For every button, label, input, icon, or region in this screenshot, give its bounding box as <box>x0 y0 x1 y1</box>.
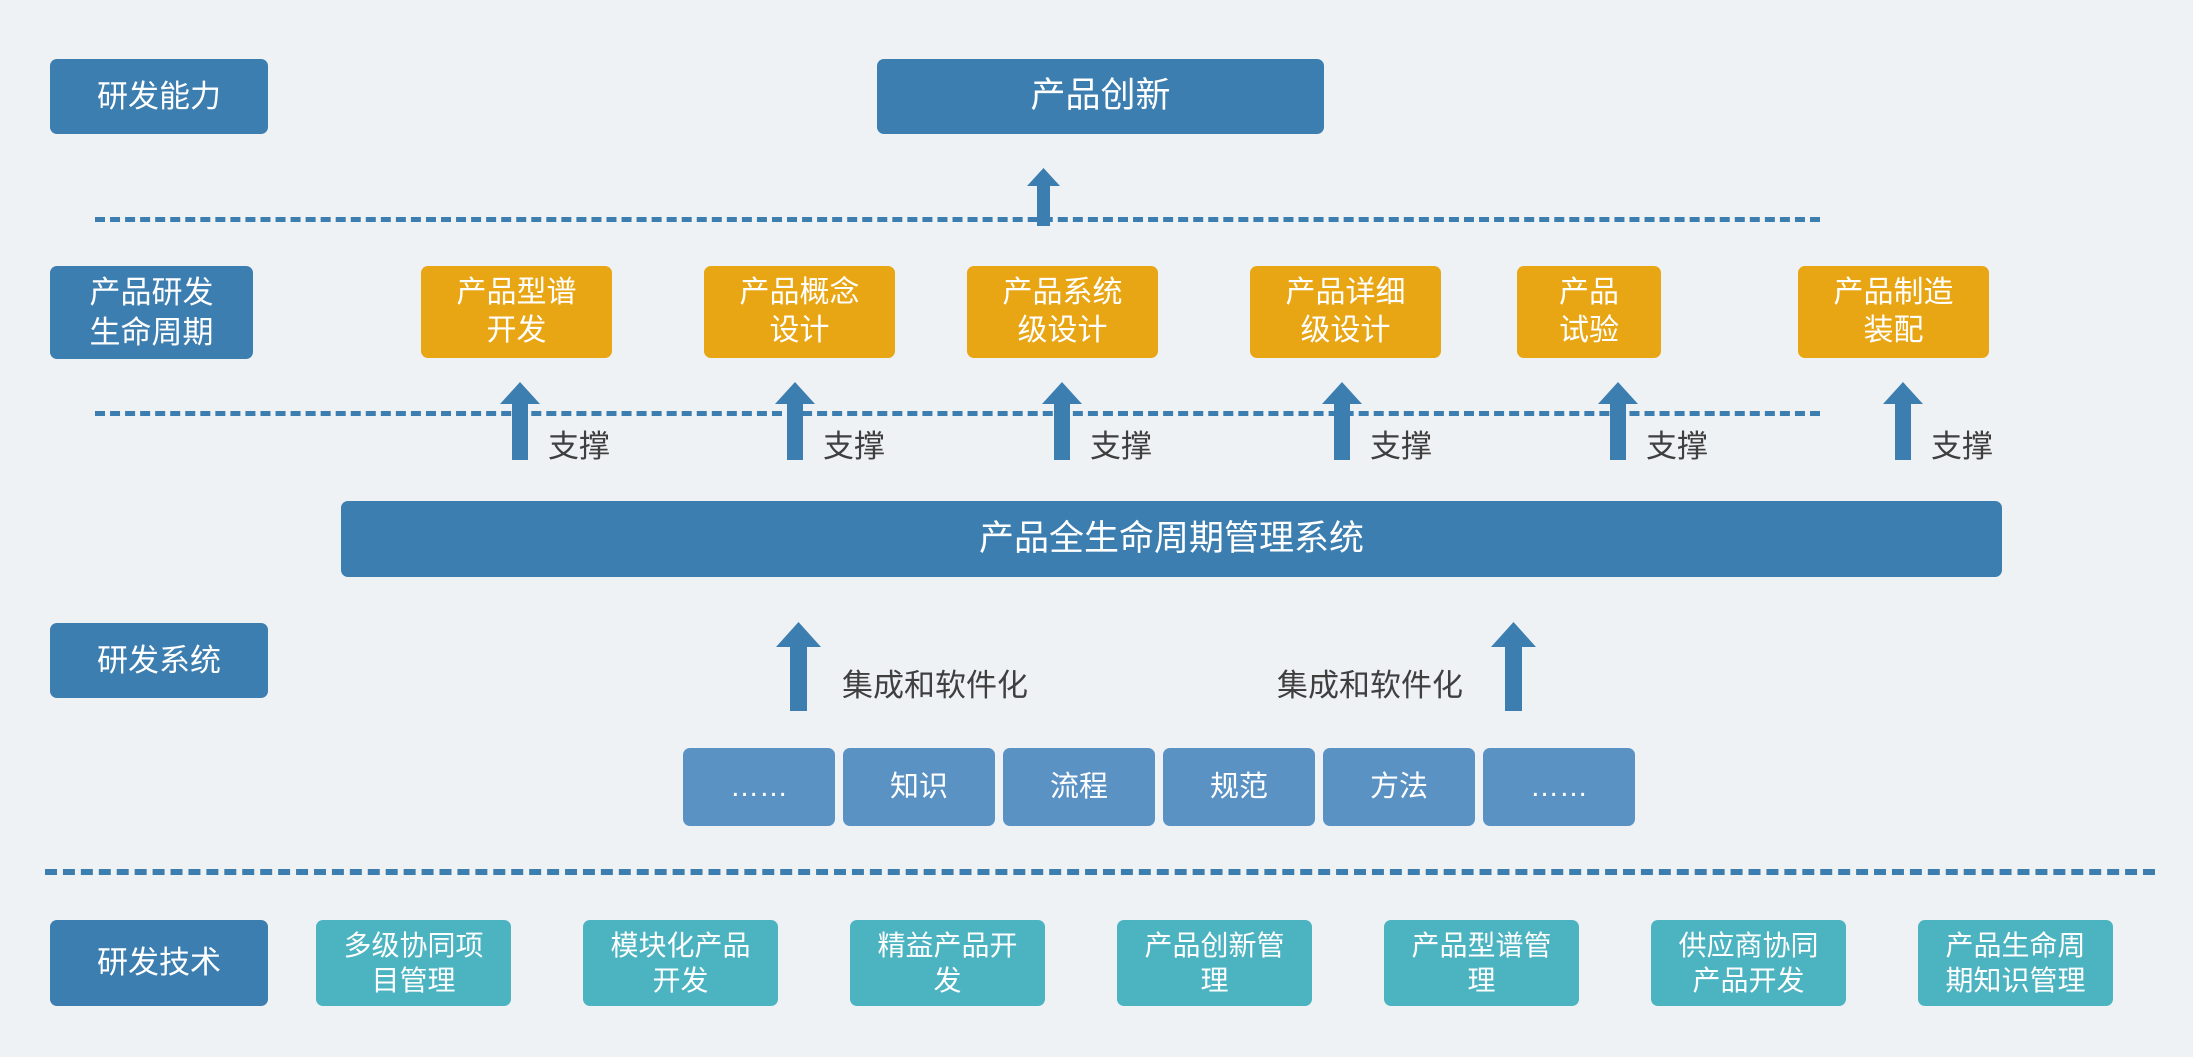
technology-box-6: 供应商协同 产品开发 <box>1651 920 1846 1006</box>
support-label-4: 支撑 <box>1370 429 1432 464</box>
technology-box-7: 产品生命周 期知识管理 <box>1918 920 2113 1006</box>
technology-box-3: 精益产品开 发 <box>850 920 1045 1006</box>
up-arrow-icon-integration-left <box>776 622 821 711</box>
plm-system-bar: 产品全生命周期管理系统 <box>341 501 2002 577</box>
row-label-system: 研发系统 <box>50 623 268 698</box>
technology-box-5: 产品型谱管 理 <box>1384 920 1579 1006</box>
knowledge-chip-ellipsis-right: …… <box>1483 748 1635 826</box>
knowledge-chip-standard: 规范 <box>1163 748 1315 826</box>
up-arrow-icon-support-1 <box>500 382 540 460</box>
up-arrow-icon-support-3 <box>1042 382 1082 460</box>
up-arrow-icon-support-4 <box>1322 382 1362 460</box>
divider-lifecycle-system <box>95 411 1820 416</box>
technology-box-1: 多级协同项 目管理 <box>316 920 511 1006</box>
up-arrow-icon-integration-right <box>1491 622 1536 711</box>
lifecycle-stage-4: 产品详细 级设计 <box>1250 266 1441 358</box>
lifecycle-stage-1: 产品型谱 开发 <box>421 266 612 358</box>
knowledge-chip-process: 流程 <box>1003 748 1155 826</box>
technology-box-4: 产品创新管 理 <box>1117 920 1312 1006</box>
up-arrow-icon-support-6 <box>1883 382 1923 460</box>
lifecycle-stage-6: 产品制造 装配 <box>1798 266 1989 358</box>
lifecycle-stage-3: 产品系统 级设计 <box>967 266 1158 358</box>
up-arrow-icon-innovation <box>1027 168 1060 226</box>
lifecycle-stage-5: 产品 试验 <box>1517 266 1661 358</box>
support-label-2: 支撑 <box>823 429 885 464</box>
up-arrow-icon-support-2 <box>775 382 815 460</box>
row-label-lifecycle: 产品研发 生命周期 <box>50 266 253 359</box>
support-label-3: 支撑 <box>1090 429 1152 464</box>
row-label-capability: 研发能力 <box>50 59 268 134</box>
knowledge-chip-ellipsis-left: …… <box>683 748 835 826</box>
divider-capability-lifecycle <box>95 217 1820 222</box>
technology-box-2: 模块化产品 开发 <box>583 920 778 1006</box>
knowledge-chip-method: 方法 <box>1323 748 1475 826</box>
product-innovation-box: 产品创新 <box>877 59 1324 134</box>
knowledge-chip-knowledge: 知识 <box>843 748 995 826</box>
up-arrow-icon-support-5 <box>1598 382 1638 460</box>
row-label-technology: 研发技术 <box>50 920 268 1006</box>
divider-system-technology <box>45 869 2155 875</box>
integration-label-right: 集成和软件化 <box>1277 668 1463 703</box>
support-label-5: 支撑 <box>1646 429 1708 464</box>
lifecycle-stage-2: 产品概念 设计 <box>704 266 895 358</box>
support-label-1: 支撑 <box>548 429 610 464</box>
integration-label-left: 集成和软件化 <box>842 668 1028 703</box>
support-label-6: 支撑 <box>1931 429 1993 464</box>
